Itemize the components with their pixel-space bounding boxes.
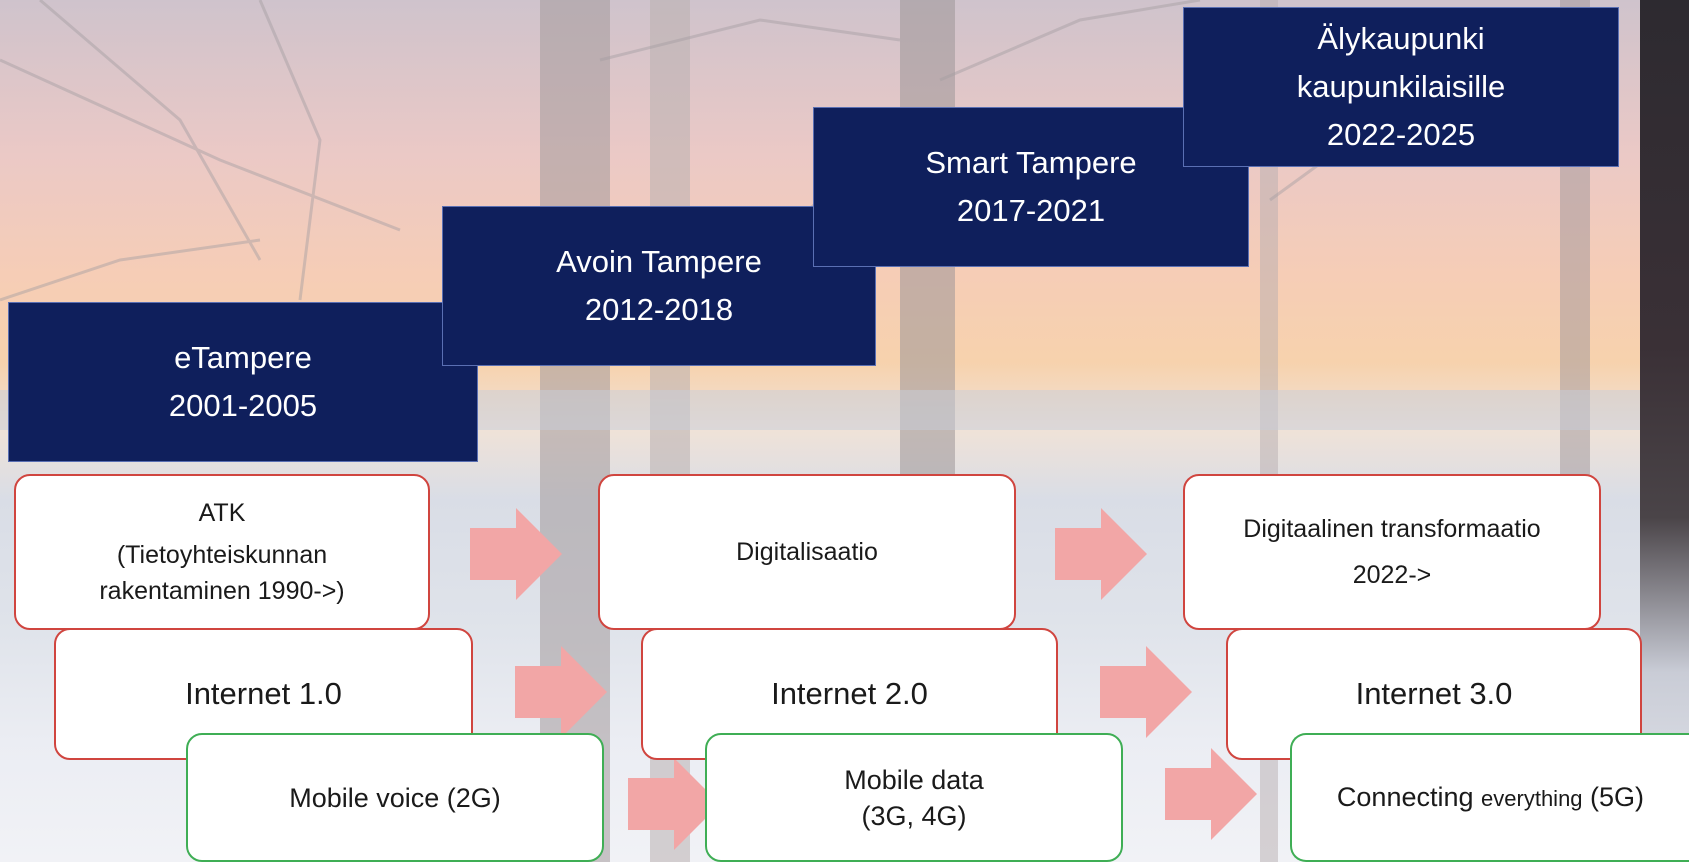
- era-years: 2017-2021: [956, 193, 1106, 228]
- arrow-right-icon: [470, 508, 562, 600]
- era-years: 2001-2005: [168, 388, 318, 423]
- box-line: (Tietoyhteiskunnan: [116, 541, 328, 569]
- arrow-right-icon: [1165, 748, 1257, 840]
- box-label: Internet 1.0: [185, 676, 342, 711]
- box-line: (3G, 4G): [861, 800, 967, 831]
- digital-box-atk: ATK (Tietoyhteiskunnan rakentaminen 1990…: [14, 474, 430, 630]
- digital-box-digitalisaatio: Digitalisaatio: [598, 474, 1016, 630]
- box-line: ATK: [198, 499, 246, 527]
- arrow-right-icon: [628, 758, 720, 850]
- box-label: Internet 2.0: [771, 676, 928, 711]
- arrow-right-icon: [1055, 508, 1147, 600]
- era-avoin-tampere: Avoin Tampere 2012-2018: [442, 206, 876, 366]
- photo-person-silhouette: [1640, 0, 1689, 862]
- era-name: Smart Tampere: [925, 145, 1137, 180]
- arrow-right-icon: [1100, 646, 1192, 738]
- mobile-box-connecting: Connecting everything (5G): [1290, 733, 1689, 862]
- era-alykaupunki: Älykaupunki kaupunkilaisille 2022-2025: [1183, 7, 1619, 167]
- box-label-part: Connecting: [1336, 782, 1482, 812]
- era-name: Älykaupunki: [1317, 21, 1485, 56]
- era-name: eTampere: [174, 340, 312, 375]
- box-label: Internet 3.0: [1355, 676, 1513, 711]
- era-name: Avoin Tampere: [556, 244, 762, 279]
- box-line: 2022->: [1352, 561, 1432, 589]
- mobile-box-voice: Mobile voice (2G): [186, 733, 604, 862]
- box-line: rakentaminen 1990->): [99, 577, 345, 605]
- box-line: Digitaalinen transformaatio: [1243, 515, 1541, 543]
- box-line: Digitalisaatio: [736, 538, 878, 566]
- era-years: 2022-2025: [1326, 117, 1476, 152]
- era-smart-tampere: Smart Tampere 2017-2021: [813, 107, 1249, 267]
- arrow-right-icon: [515, 646, 607, 738]
- box-label: Mobile voice (2G): [289, 782, 501, 813]
- era-etampere: eTampere 2001-2005: [8, 302, 478, 462]
- digital-box-transformaatio: Digitaalinen transformaatio 2022->: [1183, 474, 1601, 630]
- box-line: Mobile data: [844, 764, 984, 795]
- box-label-part: everything: [1481, 786, 1583, 811]
- box-label-group: Connecting everything (5G): [1337, 782, 1644, 813]
- era-name-line2: kaupunkilaisille: [1296, 69, 1506, 104]
- mobile-box-data: Mobile data (3G, 4G): [705, 733, 1123, 862]
- box-label-part: (5G): [1582, 782, 1645, 812]
- era-years: 2012-2018: [584, 292, 734, 327]
